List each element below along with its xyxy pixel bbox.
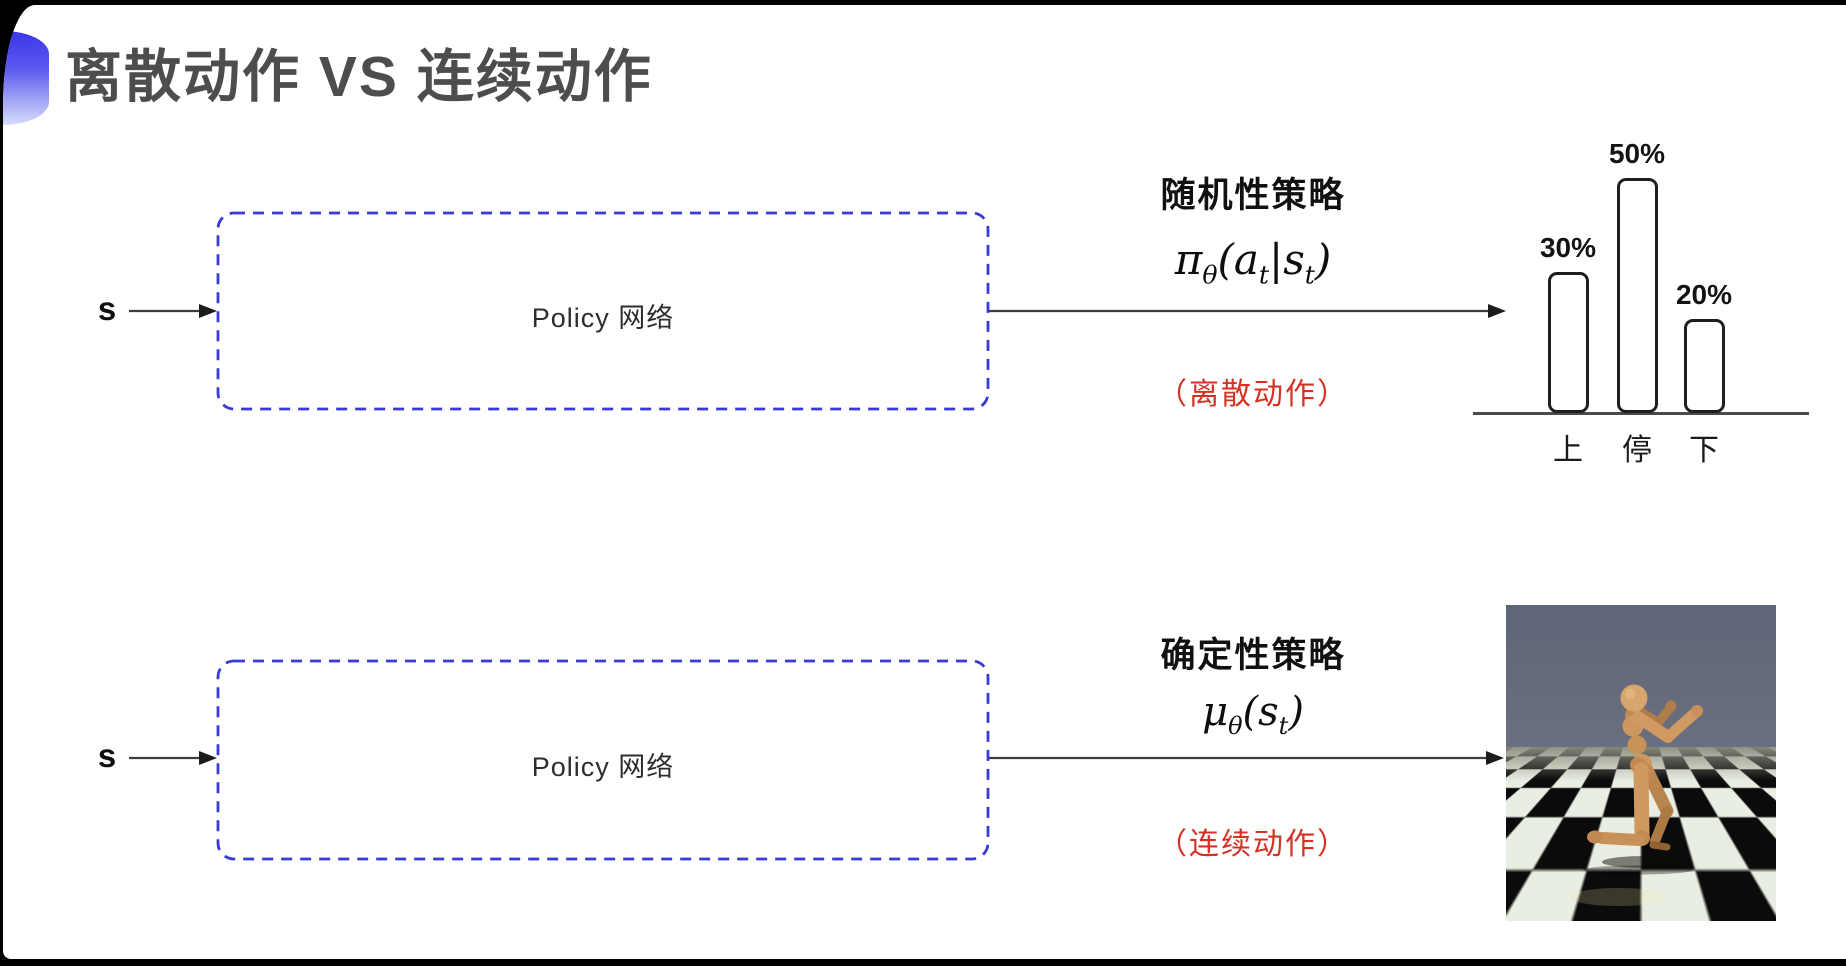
mujoco-humanoid-image <box>1506 605 1776 921</box>
action-category-label: 停 <box>1622 434 1652 467</box>
probability-value-label: 30% <box>1539 232 1597 263</box>
output-arrow-bottom <box>989 751 1504 765</box>
action-category-label: 下 <box>1689 434 1719 467</box>
state-input-label-top: s <box>97 290 117 327</box>
probability-value-label: 50% <box>1608 138 1666 169</box>
state-input-label-bottom: s <box>97 737 117 774</box>
page-title: 离散动作 VS 连续动作 <box>65 45 653 109</box>
input-arrow-top <box>129 304 217 318</box>
probability-value-label: 20% <box>1675 279 1733 310</box>
probability-bar <box>1547 272 1589 413</box>
slide: 离散动作 VS 连续动作 s Policy 网络 随机性策略 πθ(at|st)… <box>3 5 1846 959</box>
action-category-label: 上 <box>1553 434 1583 467</box>
output-arrow-top <box>989 304 1506 318</box>
stochastic-policy-title: 随机性策略 <box>1160 176 1346 215</box>
continuous-action-note: （连续动作） <box>1157 828 1349 861</box>
humanoid-robot-figure <box>1570 684 1703 906</box>
probability-bar <box>1616 178 1658 413</box>
policy-network-box-bottom: Policy 网络 <box>531 751 675 782</box>
chart-baseline-axis <box>1473 412 1809 415</box>
title-accent-half-circle-icon <box>3 31 49 125</box>
action-bar-chart: 30% 上 50% 停 20% 下 <box>1453 105 1813 470</box>
stochastic-policy-formula: πθ(at|st) <box>1174 235 1332 290</box>
deterministic-policy-title: 确定性策略 <box>1160 636 1346 675</box>
deterministic-policy-formula: μθ(st) <box>1202 689 1304 740</box>
policy-network-box-top: Policy 网络 <box>531 302 675 333</box>
input-arrow-bottom <box>129 751 217 765</box>
discrete-action-note: （离散动作） <box>1157 378 1349 411</box>
probability-bar <box>1683 319 1725 413</box>
